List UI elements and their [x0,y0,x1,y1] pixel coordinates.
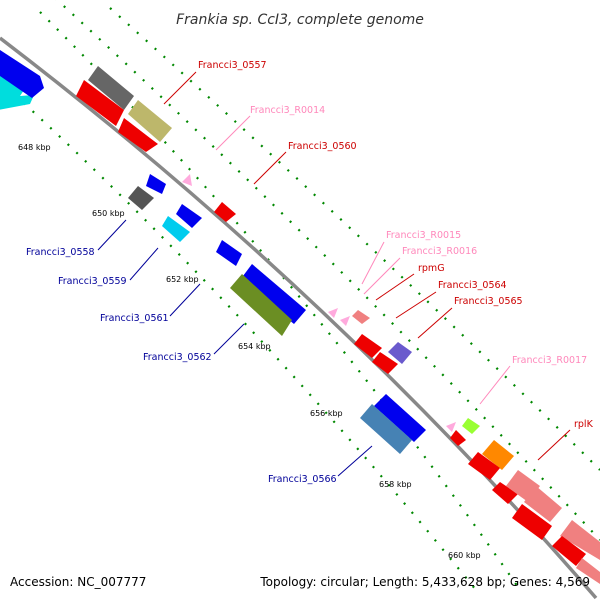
tick-tracks [14,0,600,596]
gene-label: Francci3_0561 [100,313,169,324]
gene-arrow-rna-pink-1 [182,174,192,186]
gene-label: Francci3_R0015 [386,230,461,241]
gene-arrow-rna-pink-4 [446,422,456,432]
gene-label: Francci3_0565 [454,296,523,307]
gene-arrow-salmon-small [352,310,370,324]
gene-arrow-steelblue [360,404,412,454]
forward-genes [76,66,600,584]
scale-label: 654 kbp [238,342,271,351]
leader-R0015 [361,241,385,285]
gene-label: Francci3_0557 [198,60,267,71]
gene-label: Francci3_0564 [438,280,507,291]
leader-lines [97,71,571,477]
scale-label: 650 kbp [92,209,125,218]
tick-track-4 [109,7,600,471]
topology-text: Topology: circular; Length: 5,433,628 bp… [259,575,590,589]
gene-arrow-slateblue [388,342,412,364]
gene-arrow-red-small [214,202,236,222]
leader-0561 [169,283,201,317]
scale-label: 648 kbp [18,143,51,152]
scale-label: 660 kbp [448,551,481,560]
gene-arrow-blue-lower [374,394,426,442]
gene-arrow-red-6 [468,452,500,480]
scale-labels: 648 kbp 650 kbp 652 kbp 654 kbp 656 kbp … [18,143,481,560]
leader-R0014 [215,115,251,151]
gene-arrow-khaki [128,100,172,142]
gene-label: Francci3_R0017 [512,355,587,366]
map-title: Frankia sp. CcI3, complete genome [176,12,424,28]
gene-arrow-lime [462,418,480,434]
scale-label: 656 kbp [310,409,343,418]
gene-arrow-salmon-3 [560,520,600,560]
tick-track-2 [55,0,600,541]
gene-label: rpmG [418,263,445,274]
scale-label: 652 kbp [166,275,199,284]
gene-label: Francci3_R0016 [402,246,477,257]
leader-0559 [129,247,159,281]
leader-rpmG [375,273,415,301]
gene-arrow-blue [0,50,44,98]
gene-arrow-blue-small-2 [176,204,202,228]
gene-arrow-red-8 [512,504,552,540]
gene-arrow-red-9 [552,536,586,566]
gene-label: Francci3_0558 [26,247,95,258]
leader-0557 [163,71,197,105]
gene-arrow-red-2 [118,118,158,152]
reverse-genes [0,50,426,454]
gene-label: Francci3_0562 [143,352,212,363]
accession-text: Accession: NC_007777 [10,575,146,589]
gene-arrow-red-7 [492,482,518,504]
gene-label: Francci3_0559 [58,276,127,287]
leader-0560 [253,151,287,185]
gene-arrow-salmon-2 [524,486,562,522]
leader-rplK [537,429,571,461]
leader-0566 [337,445,373,477]
gene-labels: Francci3_0557 Francci3_R0014 Francci3_05… [26,60,594,485]
gene-arrow-salmon-4 [576,558,600,584]
gene-arrow-rna-pink-3 [340,316,350,326]
leader-R0016 [363,257,401,295]
gene-arrow-red-1 [76,80,124,126]
leader-0562 [213,323,245,355]
gene-arrow-orange [482,440,514,470]
gene-arrow-blue-medium [216,240,242,266]
gene-arrow-olive-long [230,274,292,336]
scale-label: 658 kbp [379,480,412,489]
gene-label: Francci3_0560 [288,141,357,152]
gene-arrow-cyan-small [162,216,190,242]
gene-arrow-blue-long [240,264,306,324]
gene-arrow-rna-pink-2 [328,308,338,318]
gene-arrow-grey-small [128,186,154,210]
gene-label: Francci3_R0014 [250,105,325,116]
gene-label: rplK [574,419,594,430]
leader-0564 [395,291,437,319]
gene-arrow-red-3 [354,334,382,358]
leader-0565 [417,307,453,339]
gene-arrow-blue-small-1 [146,174,166,194]
gene-arrow-grey [88,66,134,110]
gene-arrow-red-5 [450,430,466,446]
leader-R0017 [479,365,511,405]
gene-label: Francci3_0566 [268,474,337,485]
gene-arrow-red-4 [372,352,398,374]
leader-0558 [97,219,127,251]
